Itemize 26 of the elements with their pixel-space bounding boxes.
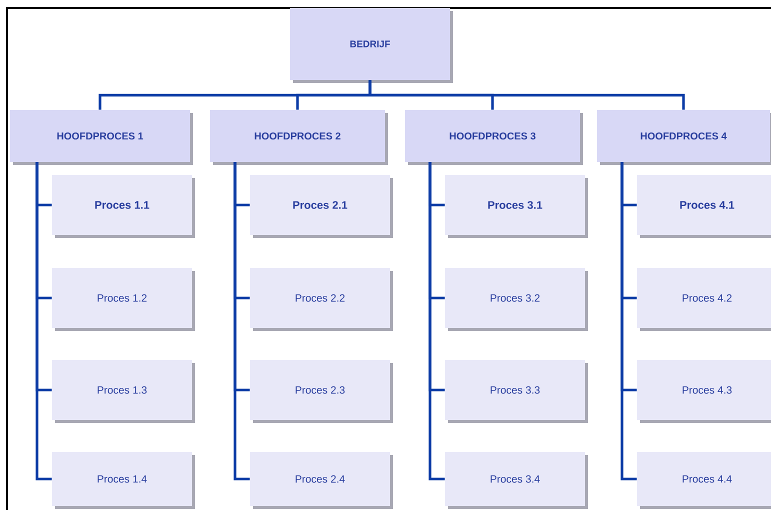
process-box: Proces 2.1	[250, 175, 393, 238]
company-box: BEDRIJF	[290, 8, 453, 83]
process-box: Proces 4.1	[637, 175, 771, 238]
process-box: Proces 2.4	[250, 452, 393, 509]
connector-line	[234, 162, 250, 480]
main-process-box: HOOFDPROCES 3	[405, 110, 583, 165]
connector-line	[620, 162, 637, 480]
process-box: Proces 1.1	[52, 175, 195, 238]
process-box: Proces 3.1	[445, 175, 588, 238]
process-box: Proces 4.2	[637, 268, 771, 331]
process-box: Proces 3.2	[445, 268, 588, 331]
process-box: Proces 4.3	[637, 360, 771, 423]
connector-line	[368, 80, 685, 110]
process-box: Proces 1.2	[52, 268, 195, 331]
process-box: Proces 2.3	[250, 360, 393, 423]
process-box: Proces 2.2	[250, 268, 393, 331]
connector-line	[428, 162, 445, 480]
process-box: Proces 3.3	[445, 360, 588, 423]
main-process-box: HOOFDPROCES 4	[597, 110, 771, 165]
connector-line	[36, 162, 52, 480]
process-box: Proces 3.4	[445, 452, 588, 509]
process-box: Proces 1.3	[52, 360, 195, 423]
main-process-box: HOOFDPROCES 2	[210, 110, 388, 165]
main-process-box: HOOFDPROCES 1	[10, 110, 193, 165]
process-box: Proces 4.4	[637, 452, 771, 509]
process-box: Proces 1.4	[52, 452, 195, 509]
